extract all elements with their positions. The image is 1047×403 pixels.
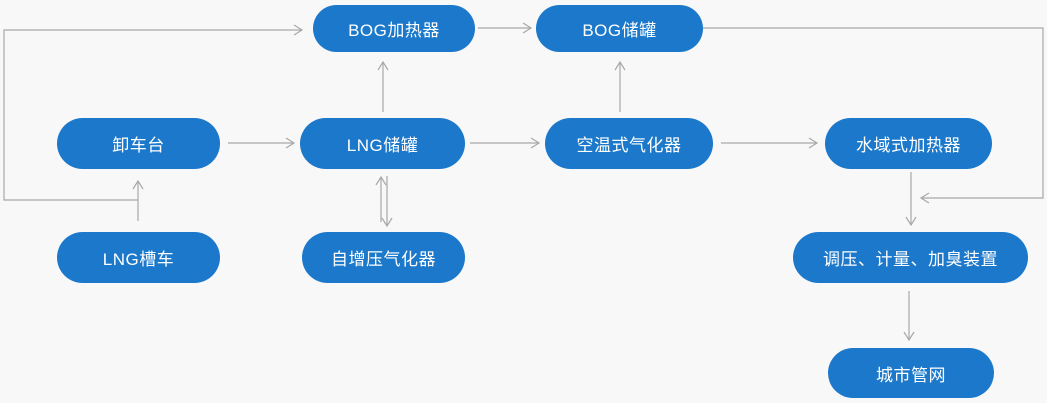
node-city-pipeline-network: 城市管网	[828, 348, 994, 398]
node-unloading-platform: 卸车台	[57, 118, 220, 169]
node-self-pressurizing-vaporizer: 自增压气化器	[302, 232, 465, 283]
node-regulating-metering-odorizing: 调压、计量、加臭装置	[793, 232, 1028, 283]
node-bog-tank: BOG储罐	[536, 5, 703, 52]
node-bog-heater: BOG加热器	[313, 5, 475, 52]
node-ambient-vaporizer: 空温式气化器	[545, 118, 713, 169]
edge-bog-tank-right-loop	[703, 27, 1044, 204]
node-water-bath-heater: 水域式加热器	[825, 118, 992, 169]
node-lng-truck: LNG槽车	[57, 232, 220, 283]
edge-left-loop-to-bog-heater	[3, 24, 304, 201]
node-lng-tank: LNG储罐	[300, 118, 465, 169]
